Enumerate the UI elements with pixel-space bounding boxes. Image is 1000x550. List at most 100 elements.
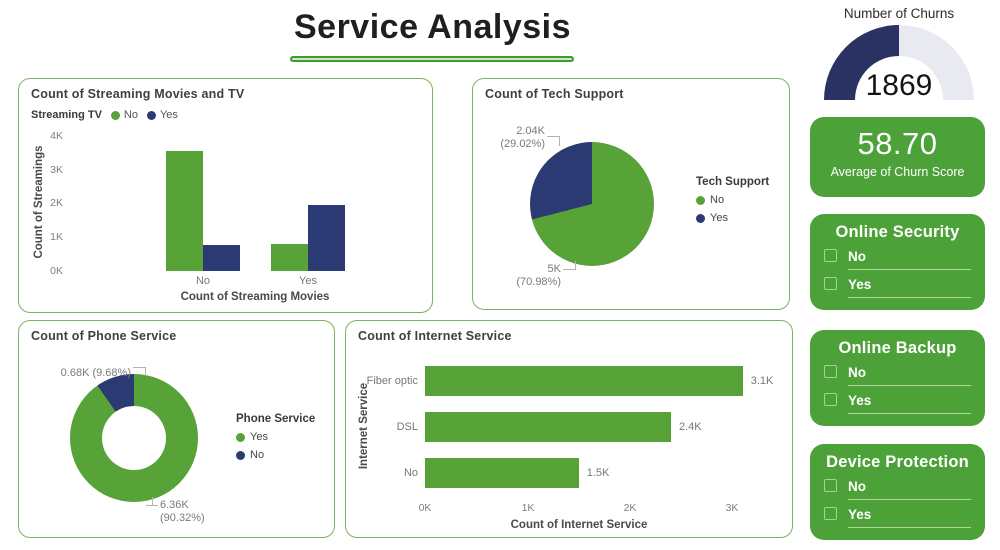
y-tick: 3K xyxy=(50,164,63,176)
streaming-x-axis-title: Count of Streaming Movies xyxy=(180,291,330,303)
slicer-option-no[interactable]: No xyxy=(824,477,971,500)
slicer-title: Device Protection xyxy=(826,453,969,471)
legend-dot-green xyxy=(696,195,705,205)
checkbox-icon[interactable] xyxy=(824,507,837,520)
y-category: No xyxy=(403,467,418,479)
streaming-chart-card: Count of Streaming Movies and TV Streami… xyxy=(18,78,433,313)
slicer-title: Online Security xyxy=(835,223,960,241)
x-tick: 2K xyxy=(623,502,637,514)
bar-no[interactable] xyxy=(425,458,579,488)
slicer-online-security: Online Security No Yes xyxy=(810,214,985,310)
legend-dot-navy xyxy=(696,213,705,223)
legend-label: Yes xyxy=(159,109,178,121)
slicer-option-yes[interactable]: Yes xyxy=(824,391,971,414)
slicer-option-label: Yes xyxy=(848,393,872,408)
pie-slice-label: 5K (70.98%) xyxy=(516,263,561,288)
legend-dot-navy xyxy=(236,450,245,460)
bar-yes-no[interactable] xyxy=(271,244,308,271)
leader-line xyxy=(547,136,559,137)
bar-no-yes[interactable] xyxy=(203,244,240,271)
streaming-legend-title: Streaming TV xyxy=(31,109,102,121)
x-tick: 0K xyxy=(418,502,432,514)
bar-dsl[interactable] xyxy=(425,412,671,442)
checkbox-icon[interactable] xyxy=(824,393,837,406)
legend-dot-navy xyxy=(146,110,156,120)
legend-item-no[interactable]: No xyxy=(236,449,315,461)
slicer-option-label: No xyxy=(848,365,866,380)
leader-line xyxy=(145,367,146,376)
churn-score-kpi-card: 58.70 Average of Churn Score xyxy=(810,117,985,197)
x-category: No xyxy=(195,275,211,287)
streaming-legend: Streaming TV No Yes xyxy=(31,109,178,121)
tech-support-legend: Tech Support No Yes xyxy=(696,176,769,224)
legend-label: Yes xyxy=(250,431,268,443)
checkbox-icon[interactable] xyxy=(824,365,837,378)
y-tick: 4K xyxy=(50,130,63,142)
y-category: Fiber optic xyxy=(366,375,418,387)
internet-service-chart-card: Count of Internet Service Internet Servi… xyxy=(345,320,793,538)
leader-line xyxy=(575,261,576,270)
slicer-option-label: No xyxy=(848,249,866,264)
bar-fiber-optic[interactable] xyxy=(425,366,743,396)
slicer-option-label: No xyxy=(848,479,866,494)
y-category: DSL xyxy=(396,421,418,433)
legend-dot-green xyxy=(110,110,120,120)
pie-slice-label: 2.04K (29.02%) xyxy=(500,125,545,150)
x-tick: 1K xyxy=(521,502,535,514)
checkbox-icon[interactable] xyxy=(824,277,837,290)
leader-line xyxy=(152,497,153,505)
legend-item-no[interactable]: No xyxy=(696,194,769,206)
kpi-value: 58.70 xyxy=(857,126,938,161)
slicer-option-label: Yes xyxy=(848,507,872,522)
legend-item-yes[interactable]: Yes xyxy=(696,212,769,224)
slicer-device-protection: Device Protection No Yes xyxy=(810,444,985,540)
bar-value-label: 1.5K xyxy=(586,467,610,479)
bar-no-no[interactable] xyxy=(166,151,203,271)
legend-label: Yes xyxy=(710,212,728,224)
slicer-option-no[interactable]: No xyxy=(824,247,971,270)
gauge-value: 1869 xyxy=(865,69,933,101)
slicer-title: Online Backup xyxy=(838,339,957,357)
slicer-option-no[interactable]: No xyxy=(824,363,971,386)
leader-line xyxy=(563,269,575,270)
legend-dot-green xyxy=(236,432,245,442)
bar-yes-yes[interactable] xyxy=(308,205,345,271)
donut-hole xyxy=(102,406,166,470)
slicer-option-label: Yes xyxy=(848,277,872,292)
phone-service-donut[interactable] xyxy=(70,374,198,502)
checkbox-icon[interactable] xyxy=(824,479,837,492)
x-tick: 3K xyxy=(725,502,739,514)
y-tick: 0K xyxy=(50,265,63,277)
leader-line xyxy=(559,136,560,146)
legend-title: Tech Support xyxy=(696,176,770,188)
title-underline xyxy=(290,56,574,62)
phone-service-chart-card: Count of Phone Service 0.68K (9.68%) 6.3… xyxy=(18,320,335,538)
legend-item-yes[interactable]: Yes xyxy=(236,431,315,443)
streaming-plot-area xyxy=(19,79,432,312)
legend-label: No xyxy=(710,194,725,206)
leader-line xyxy=(133,367,145,368)
legend-item-yes[interactable]: Yes xyxy=(146,109,178,121)
streaming-chart-title: Count of Streaming Movies and TV xyxy=(31,87,245,101)
x-category: Yes xyxy=(299,275,317,287)
internet-service-chart-title: Count of Internet Service xyxy=(358,329,512,343)
churn-gauge[interactable]: 1869 xyxy=(824,25,974,101)
slicer-option-yes[interactable]: Yes xyxy=(824,505,971,528)
slicer-option-yes[interactable]: Yes xyxy=(824,275,971,298)
phone-service-legend: Phone Service Yes No xyxy=(236,413,315,461)
legend-item-no[interactable]: No xyxy=(110,109,138,121)
kpi-label: Average of Churn Score xyxy=(830,165,965,179)
page-title: Service Analysis xyxy=(293,8,572,46)
internet-x-axis-title: Count of Internet Service xyxy=(510,519,648,531)
y-tick: 1K xyxy=(50,231,63,243)
tech-support-pie[interactable] xyxy=(530,142,654,266)
bar-value-label: 3.1K xyxy=(750,375,774,387)
pie-slice-label: 6.36K (90.32%) xyxy=(160,499,205,524)
pie-slice-label: 0.68K (9.68%) xyxy=(60,367,131,379)
tech-support-chart-title: Count of Tech Support xyxy=(485,87,624,101)
tech-support-chart-card: Count of Tech Support 2.04K (29.02%) 5K … xyxy=(472,78,790,310)
checkbox-icon[interactable] xyxy=(824,249,837,262)
leader-line xyxy=(146,505,158,506)
